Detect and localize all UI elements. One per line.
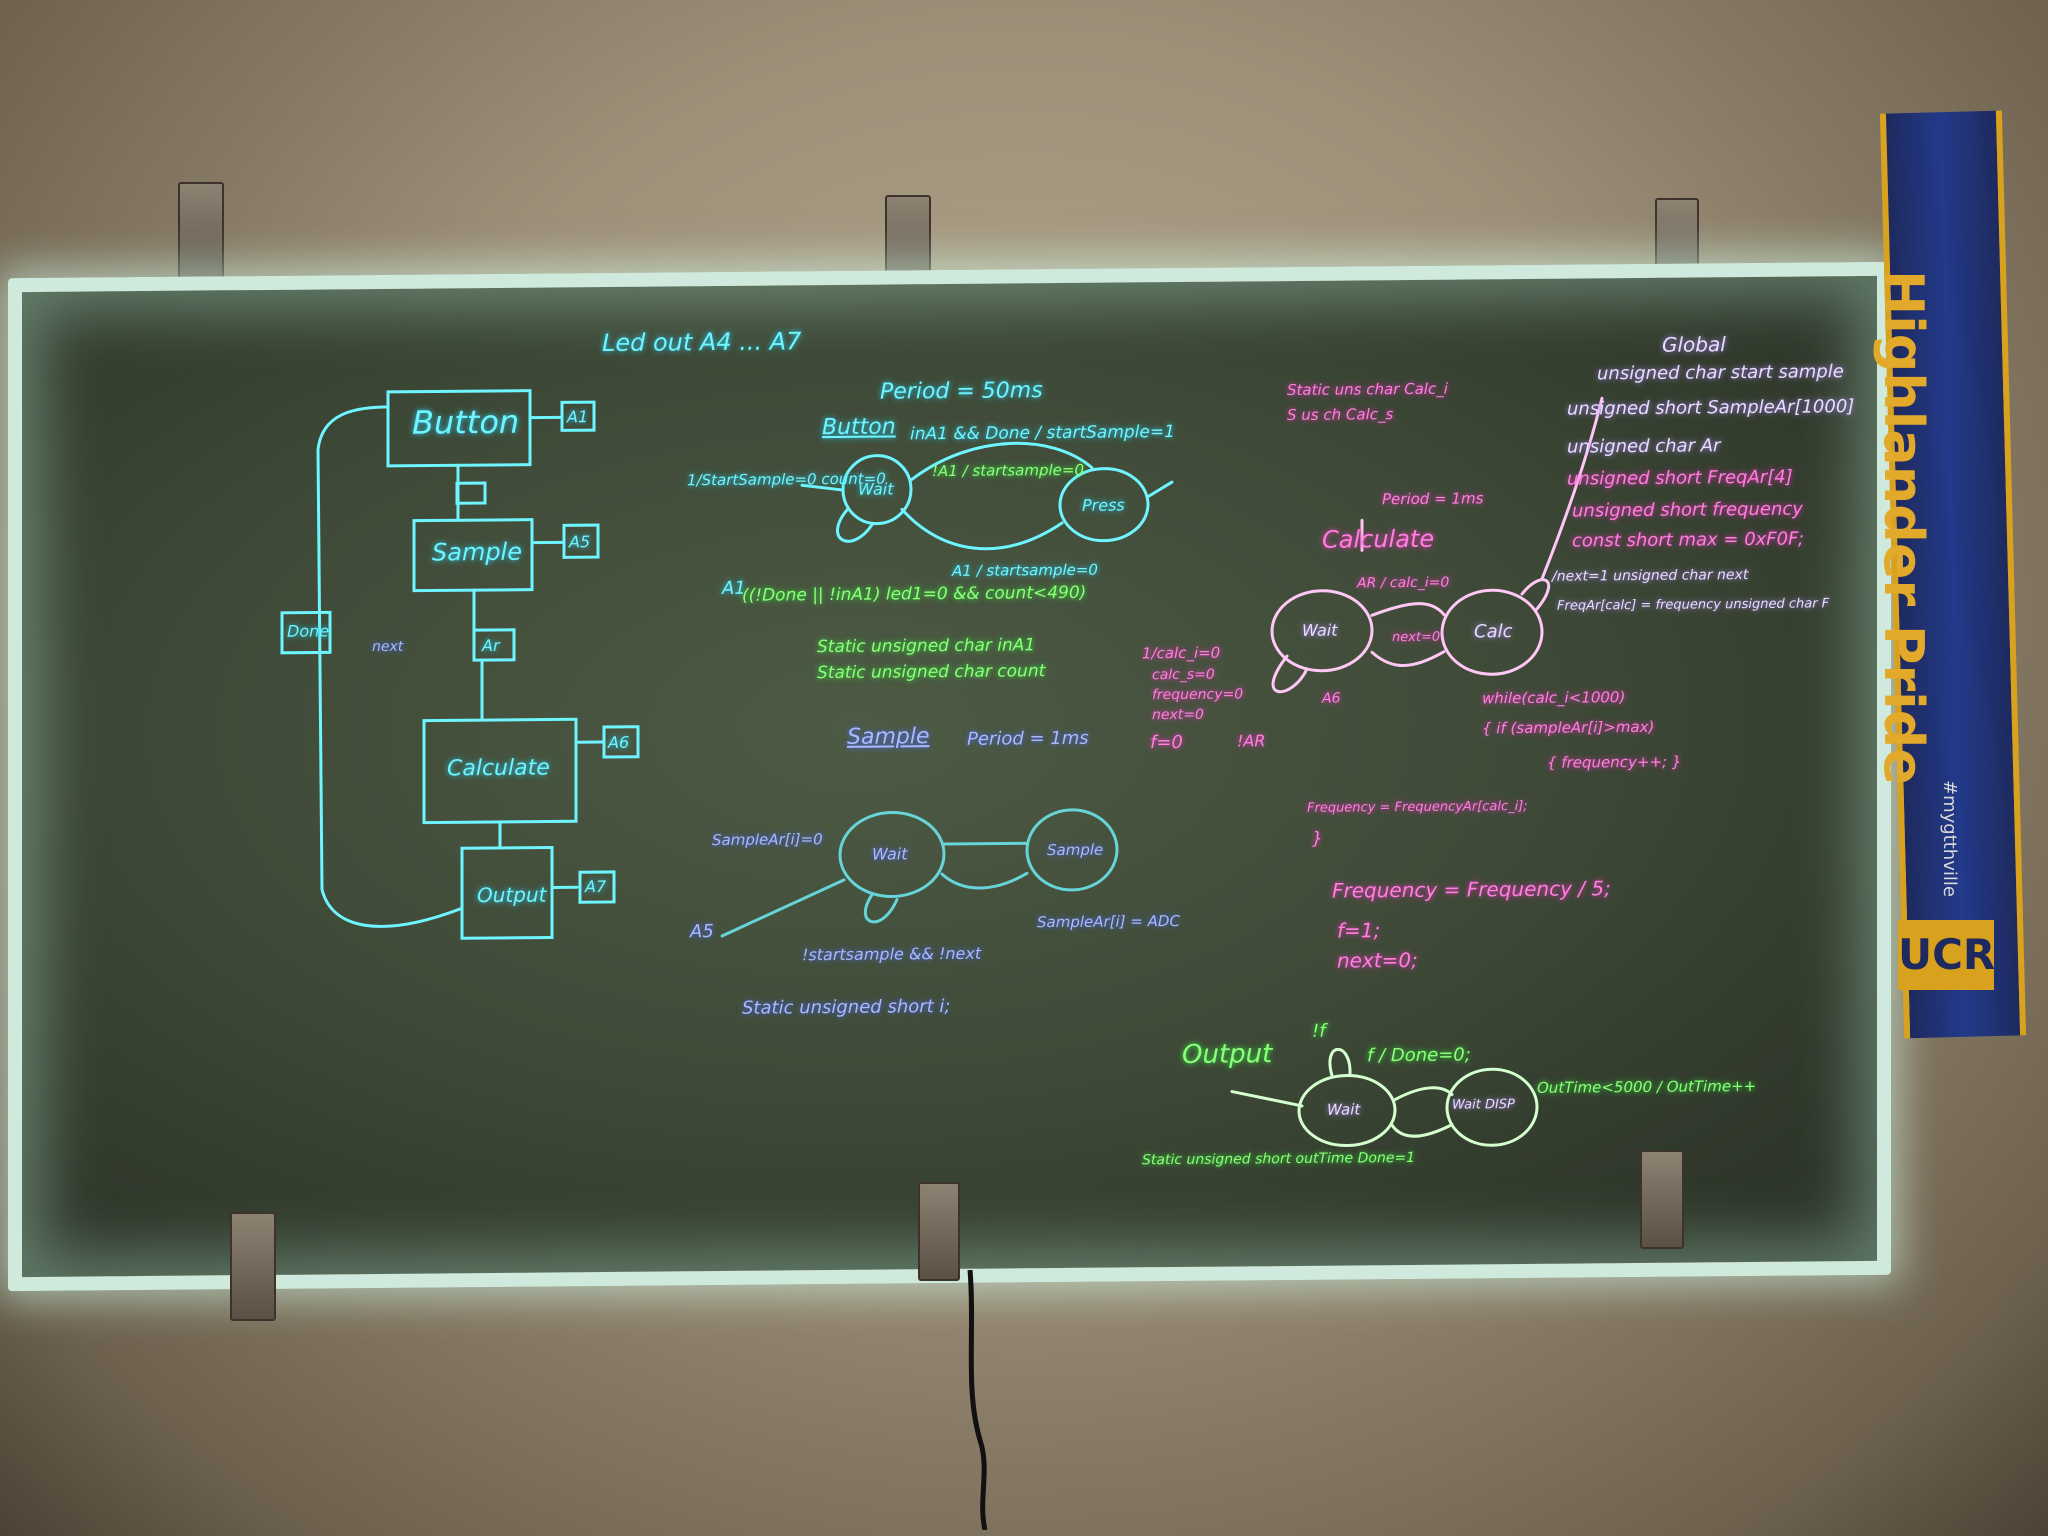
globals-title: Global [1662, 332, 1726, 357]
global-line-2: unsigned short SampleAr[1000] [1567, 396, 1855, 420]
global-line-8: FreqAr[calc] = frequency unsigned char F [1557, 596, 1830, 614]
calc-note-10: while(calc_i<1000) [1482, 688, 1626, 708]
sample-period: Period = 1ms [967, 727, 1089, 750]
flow-state-sample: Sample [432, 537, 522, 567]
global-line-7: /next=1 unsigned char next [1552, 567, 1749, 585]
sample-state-wait: Wait [872, 844, 908, 864]
output-title: Output [1182, 1039, 1273, 1070]
sample-note-4: SampleAr[i] = ADC [1037, 911, 1180, 932]
power-cable [967, 1270, 988, 1530]
calc-title: Calculate [1322, 524, 1435, 554]
calc-note-13: Frequency = FrequencyAr[calc_i]; [1307, 798, 1528, 816]
button-sm-title: Button [822, 414, 896, 441]
scarf-tag: UCR [1898, 920, 1995, 990]
glass-board: Button Sample Calculate Output A1 A5 A6 … [8, 261, 1891, 1292]
scarf-text: Highlander Pride [1872, 270, 1935, 785]
flow-output-a5: A5 [569, 532, 591, 552]
button-state-press: Press [1082, 495, 1125, 515]
calc-state-wait: Wait [1302, 620, 1338, 640]
output-sm-lines [1230, 1048, 1539, 1148]
sample-sm-lines [720, 808, 1119, 938]
output-note-2: f / Done=0; [1367, 1044, 1471, 1067]
sample-sm-title: Sample [847, 724, 930, 750]
bottom-center-clip [918, 1182, 960, 1281]
flow-state-calculate: Calculate [447, 755, 550, 782]
button-note-1: inA1 && Done / startSample=1 [910, 422, 1175, 445]
calc-note-3: 1/calc_i=0 [1142, 643, 1221, 663]
calc-period: Period = 1ms [1382, 489, 1484, 509]
sample-note-5: Static unsigned short i; [742, 995, 951, 1019]
calc-note-7: f=0 [1150, 731, 1183, 754]
global-line-1: unsigned char start sample [1597, 361, 1844, 385]
flowchart-lines [280, 389, 640, 940]
scarf-hashtag: #mygtthville [1939, 780, 1960, 897]
sample-state-sample: Sample [1047, 840, 1104, 860]
calc-note-6: next=0 [1152, 706, 1204, 724]
calc-note-1: AR / calc_i=0 [1357, 574, 1450, 592]
bottom-left-clip [230, 1212, 276, 1321]
calc-decl-1: Static uns char Calc_i [1287, 379, 1448, 400]
flow-flag-next: next [372, 638, 404, 656]
flow-state-output: Output [477, 882, 547, 908]
calc-state-calc: Calc [1474, 621, 1513, 643]
calc-note-16: f=1; [1337, 918, 1381, 943]
button-note-6: A1 / startsample=0 [952, 560, 1098, 580]
global-line-3: unsigned char Ar [1567, 435, 1721, 458]
button-period: Period = 50ms [880, 378, 1043, 405]
sample-note-1: SampleAr[i]=0 [712, 830, 823, 850]
button-note-8: Static unsigned char count [817, 661, 1046, 684]
calc-note-4: calc_s=0 [1152, 666, 1215, 684]
led-out-header: Led out A4 ... A7 [602, 327, 802, 358]
output-state-disp: Wait DISP [1452, 1097, 1515, 1113]
flow-flag-done: Done [287, 621, 330, 641]
sample-note-3: !startsample && !next [802, 943, 982, 965]
calc-note-11: { if (sampleAr[i]>max) [1482, 717, 1655, 738]
global-line-6: const short max = 0xF0F; [1572, 528, 1804, 552]
button-note-7: Static unsigned char inA1 [817, 635, 1036, 658]
calc-note-14: } [1312, 828, 1323, 849]
output-state-wait: Wait [1327, 1100, 1361, 1119]
calc-note-12: { frequency++; } [1547, 752, 1682, 772]
button-sm-lines [800, 441, 1174, 551]
output-note-3: OutTime<5000 / OutTime++ [1537, 1076, 1757, 1097]
calc-note-9: A6 [1322, 690, 1341, 707]
calc-note-8: !AR [1237, 731, 1266, 751]
board-drawings [280, 389, 1604, 1148]
flow-state-button: Button [412, 402, 520, 442]
button-note-5: ((!Done || !inA1) led1=0 && count<490) [742, 582, 1087, 606]
button-note-3: 1/StartSample=0 count=0 [687, 469, 886, 490]
global-line-5: unsigned short frequency [1572, 498, 1803, 522]
calc-sm-lines [1270, 396, 1604, 694]
calc-decl-2: S us ch Calc_s [1287, 405, 1394, 425]
sample-note-2: A5 [690, 921, 714, 943]
output-note-4: Static unsigned short outTime Done=1 [1142, 1149, 1416, 1169]
button-note-2: !A1 / startsample=0 [932, 460, 1084, 481]
calc-note-15: Frequency = Frequency / 5; [1332, 876, 1611, 903]
flow-output-a6: A6 [608, 732, 630, 752]
bottom-right-clip [1640, 1150, 1684, 1249]
flow-output-a1: A1 [567, 407, 589, 427]
output-note-1: !f [1312, 1020, 1326, 1042]
calc-note-17: next=0; [1337, 947, 1418, 973]
flow-flag-ar: Ar [482, 635, 500, 656]
global-line-4: unsigned short FreqAr[4] [1567, 466, 1793, 490]
flow-output-a7: A7 [585, 876, 607, 897]
calc-note-2: next=0 [1392, 629, 1441, 646]
calc-note-5: frequency=0 [1152, 686, 1244, 704]
